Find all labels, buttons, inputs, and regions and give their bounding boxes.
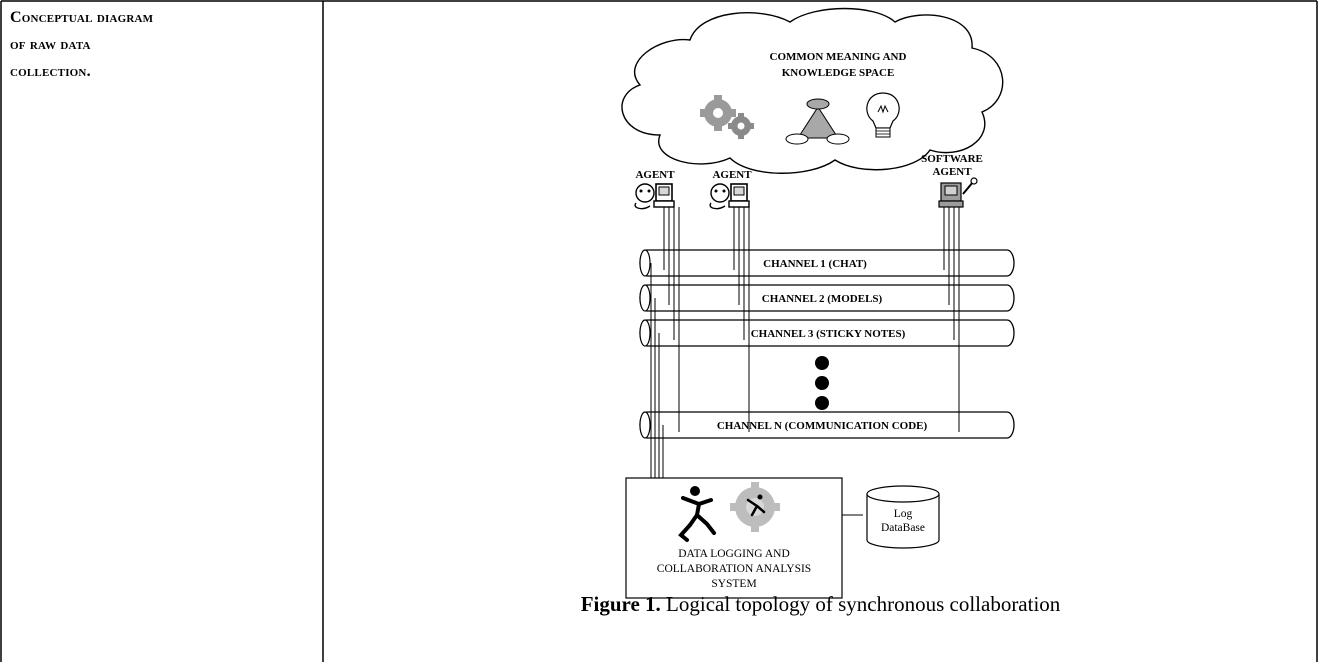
agent-2: AGENT: [709, 169, 752, 210]
channel-n-label: CHANNEL N (COMMUNICATION CODE): [717, 420, 928, 432]
channel-3-label: CHANNEL 3 (STICKY NOTES): [751, 328, 906, 340]
person-computer-icon: [709, 183, 750, 210]
side-title-line2: of raw data: [10, 36, 91, 53]
software-agent-label-line1: SOFTWARE: [921, 153, 983, 165]
channel-2: CHANNEL 2 (MODELS): [639, 284, 1015, 312]
gears-icon: [700, 95, 754, 139]
logging-system-line2: COLLABORATION ANALYSIS: [657, 563, 811, 575]
model-triangle-icon: [785, 98, 850, 145]
agent-1: AGENT: [634, 169, 675, 210]
channel-n: CHANNEL N (COMMUNICATION CODE): [639, 411, 1015, 439]
channel-2-label: CHANNEL 2 (MODELS): [762, 293, 883, 305]
side-title-line1: Conceptual diagram: [10, 9, 154, 26]
software-agent-label-line2: AGENT: [932, 166, 972, 178]
channel-1-label: CHANNEL 1 (CHAT): [763, 258, 867, 270]
software-agent: SOFTWARE AGENT: [921, 153, 983, 208]
knowledge-cloud: COMMON MEANING AND KNOWLEDGE SPACE: [621, 7, 1004, 174]
lightbulb-icon: [866, 92, 900, 138]
running-person-icon: [678, 486, 716, 542]
cloud-title-line1: COMMON MEANING AND: [770, 51, 907, 63]
logging-system-box: DATA LOGGING AND COLLABORATION ANALYSIS …: [625, 477, 843, 599]
computer-wrench-icon: [938, 177, 978, 208]
agent-connector-lines: [663, 207, 960, 432]
database-line2: DataBase: [881, 522, 925, 534]
database-line1: Log: [894, 508, 913, 520]
cloud-title-line2: KNOWLEDGE SPACE: [782, 67, 895, 79]
gear-runner-icon: [730, 482, 780, 532]
more-channels-dots: [815, 356, 829, 410]
database-icon: Log DataBase: [866, 485, 940, 549]
channel-1: CHANNEL 1 (CHAT): [639, 249, 1015, 277]
agent-2-label: AGENT: [712, 169, 752, 181]
logging-system-line3: SYSTEM: [711, 578, 756, 590]
channel-3: CHANNEL 3 (STICKY NOTES): [639, 319, 1015, 347]
person-computer-icon: [634, 183, 675, 210]
logging-system-line1: DATA LOGGING AND: [678, 548, 790, 560]
side-title-line3: collection.: [10, 63, 91, 80]
figure-caption-label: Figure 1.: [580, 592, 661, 616]
agent-1-label: AGENT: [635, 169, 675, 181]
figure-caption: Figure 1. Logical topology of synchronou…: [0, 592, 1318, 617]
figure-caption-text: Logical topology of synchronous collabor…: [660, 592, 1061, 616]
logging-connector-lines: [650, 263, 664, 478]
side-title: Conceptual diagram of raw data collectio…: [10, 4, 310, 85]
